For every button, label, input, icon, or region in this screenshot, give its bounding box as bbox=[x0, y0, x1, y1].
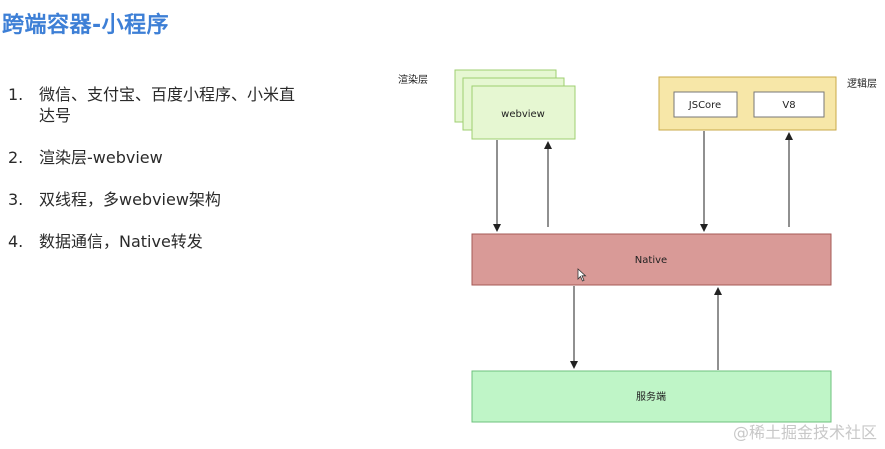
bullet-item: 3. 双线程，多webview架构 bbox=[8, 189, 328, 210]
bullet-item: 4. 数据通信，Native转发 bbox=[8, 231, 328, 252]
jscore-box bbox=[673, 91, 738, 118]
jscore-label: JSCore bbox=[688, 100, 721, 111]
slide-title: 跨端容器-小程序 bbox=[2, 13, 170, 38]
bullet-text: 数据通信，Native转发 bbox=[39, 232, 203, 251]
bullet-text: 微信、支付宝、百度小程序、小米直达号 bbox=[39, 85, 296, 125]
bullet-number: 3. bbox=[8, 190, 24, 209]
v8-label: V8 bbox=[782, 100, 795, 111]
bullet-item: 1. 微信、支付宝、百度小程序、小米直达号 bbox=[8, 84, 328, 126]
bullet-text: 渲染层-webview bbox=[39, 148, 163, 167]
mouse-cursor-icon bbox=[577, 268, 587, 282]
native-box bbox=[471, 233, 832, 286]
bullet-text: 双线程，多webview架构 bbox=[39, 190, 221, 209]
server-label: 服务端 bbox=[636, 390, 666, 403]
server-box bbox=[471, 370, 832, 423]
logic-layer-label: 逻辑层 bbox=[847, 77, 877, 90]
bullet-number: 4. bbox=[8, 232, 24, 251]
webview-label: webview bbox=[501, 109, 545, 120]
bullet-list: 1. 微信、支付宝、百度小程序、小米直达号 2. 渲染层-webview 3. … bbox=[8, 84, 328, 273]
render-layer-label: 渲染层 bbox=[398, 73, 428, 86]
bullet-number: 1. bbox=[8, 85, 24, 104]
webview-box bbox=[471, 85, 576, 140]
native-label: Native bbox=[635, 255, 667, 266]
bullet-item: 2. 渲染层-webview bbox=[8, 147, 328, 168]
v8-box bbox=[753, 91, 825, 118]
watermark: @稀土掘金技术社区 bbox=[732, 423, 877, 442]
bullet-number: 2. bbox=[8, 148, 24, 167]
